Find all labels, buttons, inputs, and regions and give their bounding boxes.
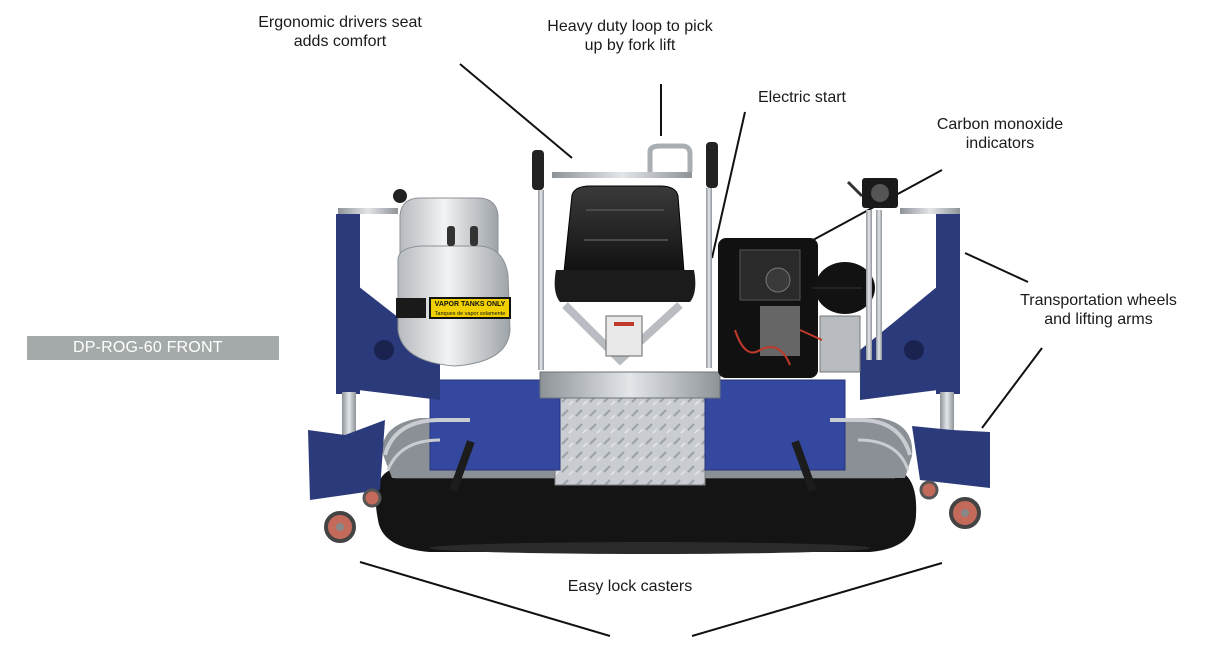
deck-frame	[382, 371, 913, 492]
callout-co-line2: indicators	[965, 135, 1035, 152]
left-lifting-arm	[308, 189, 440, 543]
callout-seat-line1: Ergonomic drivers seat	[258, 14, 422, 31]
callout-seat: Ergonomic drivers seat adds comfort	[240, 13, 440, 51]
leader-casters-right	[691, 562, 943, 637]
leader-wheels-lower	[981, 347, 1043, 429]
right-lifting-arm	[860, 208, 990, 529]
callout-co-indicators: Carbon monoxide indicators	[915, 115, 1085, 153]
leader-seat	[459, 63, 573, 159]
product-tag: DP-ROG-60 FRONT	[27, 336, 279, 360]
engine	[718, 238, 875, 378]
callout-casters: Easy lock casters	[567, 578, 693, 595]
leader-casters-left	[359, 561, 611, 637]
callout-loop-line1: Heavy duty loop to pick	[547, 18, 713, 35]
propane-tank: VAPOR TANKS ONLY Tanques de vapor solame…	[396, 197, 511, 367]
tank-sticker-line1: VAPOR TANKS ONLY	[435, 301, 506, 308]
callout-loop-line2: up by fork lift	[584, 37, 676, 54]
tank-sticker-line2: Tanques de vapor solamente	[435, 311, 506, 317]
callout-electric-start: Electric start	[757, 89, 846, 106]
leader-electric-start	[711, 111, 746, 259]
operator-seat	[532, 142, 718, 370]
callout-seat-line2: adds comfort	[293, 33, 387, 50]
leader-wheels-upper	[964, 252, 1029, 283]
callout-wheels-line2: and lifting arms	[1044, 311, 1153, 328]
callout-wheels: Transportation wheels and lifting arms	[1000, 291, 1197, 329]
callout-loop: Heavy duty loop to pick up by fork lift	[530, 17, 730, 55]
deck-base	[375, 470, 917, 554]
callout-wheels-line1: Transportation wheels	[1020, 292, 1177, 309]
callout-co-line1: Carbon monoxide	[936, 116, 1064, 133]
work-light	[846, 178, 898, 360]
